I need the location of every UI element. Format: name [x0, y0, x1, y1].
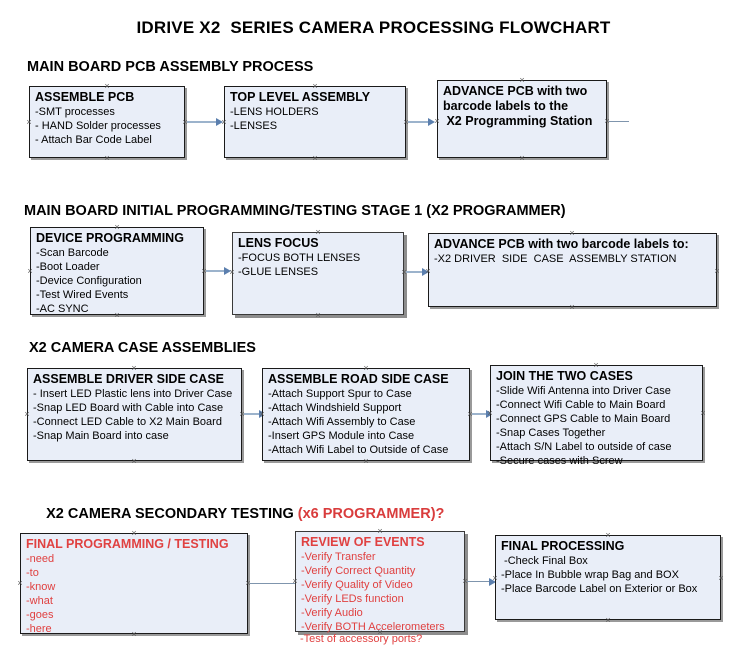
node-line: -Insert GPS Module into Case: [268, 430, 415, 442]
node-line: -Attach Wifi Label to Outside of Case: [268, 444, 449, 456]
connector-line: [244, 413, 262, 415]
node-final-processing[interactable]: FINAL PROCESSING -Check Final Box -Place…: [495, 535, 721, 620]
node-line: -Place Barcode Label on Exterior or Box: [501, 583, 698, 595]
node-title: ADVANCE PCB with two barcode labels to:: [434, 237, 689, 251]
connector-stub: [467, 581, 492, 582]
node-line: - HAND Solder processes: [35, 120, 161, 132]
node-line: -goes: [26, 609, 54, 621]
node-title-line2: barcode labels to the: [443, 99, 569, 113]
node-line: -Device Configuration: [36, 275, 142, 287]
connector-arrowhead: [216, 118, 223, 126]
page-title: IDRIVE X2 SERIES CAMERA PROCESSING FLOWC…: [136, 18, 611, 37]
node-advance-pcb-driver-side[interactable]: ADVANCE PCB with two barcode labels to: …: [428, 233, 717, 307]
node-title: DEVICE PROGRAMMING: [36, 231, 184, 245]
node-line: -Verify Audio: [301, 607, 363, 619]
node-line: -LENSES: [230, 120, 278, 132]
node-line: - Insert LED Plastic lens into Driver Ca…: [33, 388, 233, 400]
node-line: - Attach Bar Code Label: [35, 134, 152, 146]
node-review-of-events[interactable]: REVIEW OF EVENTS -Verify Transfer -Verif…: [295, 531, 465, 633]
node-top-level-assembly[interactable]: TOP LEVEL ASSEMBLY -LENS HOLDERS -LENSES: [224, 86, 406, 158]
section-title-x2-camera-secondary-testing: X2 CAMERA SECONDARY TESTING (x6 PROGRAMM…: [30, 490, 444, 538]
node-assemble-road-side-case[interactable]: ASSEMBLE ROAD SIDE CASE -Attach Support …: [262, 368, 470, 461]
node-line: -know: [26, 581, 56, 593]
node-line: -Snap Main Board into case: [33, 430, 169, 442]
connector-line: [206, 270, 226, 272]
node-line: -Check Final Box: [501, 555, 588, 567]
connector-arrowhead: [486, 410, 493, 418]
node-line: -Attach Support Spur to Case: [268, 388, 412, 400]
node-line: -Place In Bubble wrap Bag and BOX: [501, 569, 679, 581]
node-title: JOIN THE TWO CASES: [496, 369, 633, 383]
connector-line: [406, 271, 424, 273]
section-title-accent: (x6 PROGRAMMER)?: [297, 506, 445, 522]
node-title-line3: X2 Programming Station: [443, 114, 593, 128]
node-join-the-two-cases[interactable]: JOIN THE TWO CASES -Slide Wifi Antenna i…: [490, 365, 703, 467]
node-line: -Verify Correct Quantity: [301, 565, 416, 577]
section-title-x2-camera-case-assemblies: X2 CAMERA CASE ASSEMBLIES: [29, 340, 256, 356]
node-line: -Scan Barcode: [36, 247, 109, 259]
node-line: -Slide Wifi Antenna into Driver Case: [496, 385, 671, 397]
section-title-main-board-pcb-assembly: MAIN BOARD PCB ASSEMBLY PROCESS: [27, 59, 314, 75]
node-assemble-pcb[interactable]: ASSEMBLE PCB -SMT processes - HAND Solde…: [29, 86, 185, 158]
node-title: ASSEMBLE DRIVER SIDE CASE: [33, 372, 225, 386]
node-title: FINAL PROGRAMMING / TESTING: [26, 537, 229, 551]
connector-arrowhead: [489, 578, 496, 586]
section-title-text: X2 CAMERA SECONDARY TESTING: [46, 506, 298, 522]
node-line: -Attach Windshield Support: [268, 402, 402, 414]
node-line: -FOCUS BOTH LENSES: [238, 252, 361, 264]
node-title: LENS FOCUS: [238, 236, 319, 250]
node-overflow-line: -Test of accessory ports?: [300, 633, 423, 645]
node-lens-focus[interactable]: LENS FOCUS -FOCUS BOTH LENSES -GLUE LENS…: [232, 232, 404, 315]
node-line: -Snap LED Board with Cable into Case: [33, 402, 224, 414]
node-line: -here: [26, 623, 52, 635]
node-line: -Connect Wifi Cable to Main Board: [496, 399, 666, 411]
node-title: ASSEMBLE ROAD SIDE CASE: [268, 372, 449, 386]
node-line: -Snap Cases Together: [496, 427, 606, 439]
node-line: -Verify Quality of Video: [301, 579, 413, 591]
node-line: -Verify Transfer: [301, 551, 376, 563]
connector-arrowhead: [224, 267, 231, 275]
node-line: -Verify BOTH Accelerometers: [301, 621, 445, 633]
connector-line: [472, 413, 488, 415]
connector-line: [187, 121, 219, 123]
connector-arrowhead: [428, 118, 435, 126]
node-line: -what: [26, 595, 53, 607]
node-line: -Boot Loader: [36, 261, 100, 273]
node-line: -LENS HOLDERS: [230, 106, 319, 118]
node-line: -X2 DRIVER SIDE CASE ASSEMBLY STATION: [434, 253, 677, 265]
node-title: FINAL PROCESSING: [501, 539, 625, 553]
node-line: -Verify LEDs function: [301, 593, 404, 605]
connector-arrowhead: [422, 268, 429, 276]
node-title: TOP LEVEL ASSEMBLY: [230, 90, 371, 104]
node-line: -Attach Wifi Assembly to Case: [268, 416, 416, 428]
node-line: -Connect LED Cable to X2 Main Board: [33, 416, 222, 428]
node-title: ASSEMBLE PCB: [35, 90, 135, 104]
node-line: -to: [26, 567, 39, 579]
node-line: -AC SYNC: [36, 303, 89, 315]
node-device-programming[interactable]: DEVICE PROGRAMMING -Scan Barcode -Boot L…: [30, 227, 204, 315]
connector-stub: [250, 583, 297, 584]
node-line: -SMT processes: [35, 106, 115, 118]
node-advance-pcb-programming-station[interactable]: ADVANCE PCB with two barcode labels to t…: [437, 80, 607, 158]
node-line: -Test Wired Events: [36, 289, 129, 301]
section-title-main-board-initial-programming: MAIN BOARD INITIAL PROGRAMMING/TESTING S…: [24, 203, 566, 219]
node-line: -Attach S/N Label to outside of case: [496, 441, 672, 453]
node-line: -need: [26, 553, 55, 565]
connector-line: [408, 121, 430, 123]
node-line: -Connect GPS Cable to Main Board: [496, 413, 671, 425]
node-title: REVIEW OF EVENTS: [301, 535, 425, 549]
node-final-programming-testing[interactable]: FINAL PROGRAMMING / TESTING -need -to -k…: [20, 533, 248, 635]
node-assemble-driver-side-case[interactable]: ASSEMBLE DRIVER SIDE CASE - Insert LED P…: [27, 368, 242, 461]
node-title: ADVANCE PCB with two: [443, 84, 588, 98]
node-line: -GLUE LENSES: [238, 266, 319, 278]
connector-stub: [609, 121, 629, 122]
node-line: -Secure cases with Screw: [496, 455, 623, 467]
